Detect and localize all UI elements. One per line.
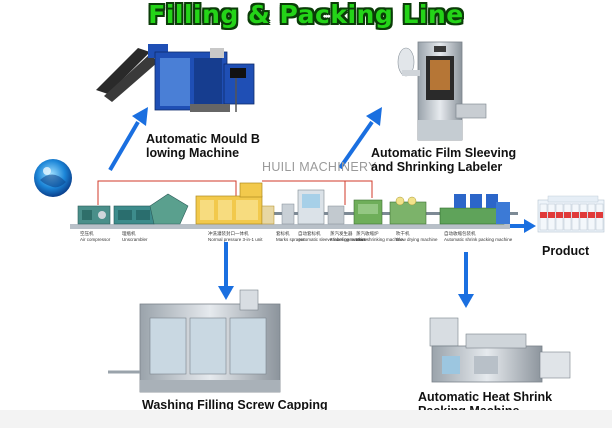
sleeve-labeler-label: Automatic Film Sleeving and Shrinking La… [371, 146, 517, 174]
washing-filling-capping-machine [108, 289, 281, 393]
sleeve-labeler-machine [397, 41, 487, 141]
blow-drying-line [389, 196, 427, 225]
product-label: Product [542, 244, 590, 258]
pipe-lines [97, 180, 373, 205]
product-bottles [537, 195, 605, 233]
water-drop-icon [34, 159, 72, 197]
filling-unit-line [195, 182, 275, 225]
mould-blowing-machine [96, 44, 255, 112]
sleeve-labeling-line [281, 189, 345, 225]
unscrambler [113, 193, 189, 225]
page-title: Filling & Packing Line [148, 0, 464, 29]
watermark: HUILI MACHINERY [262, 160, 377, 174]
heat-shrink-packing-machine [429, 317, 571, 383]
mould-blowing-label: Automatic Mould B lowing Machine [146, 132, 260, 160]
blue-arrow-icon [108, 107, 536, 308]
heat-shrink-tunnel-line [353, 199, 383, 225]
shrink-packing-line [439, 194, 510, 225]
air-compressor [77, 205, 111, 225]
bottom-strip [0, 410, 612, 428]
conveyor-base [70, 224, 510, 229]
